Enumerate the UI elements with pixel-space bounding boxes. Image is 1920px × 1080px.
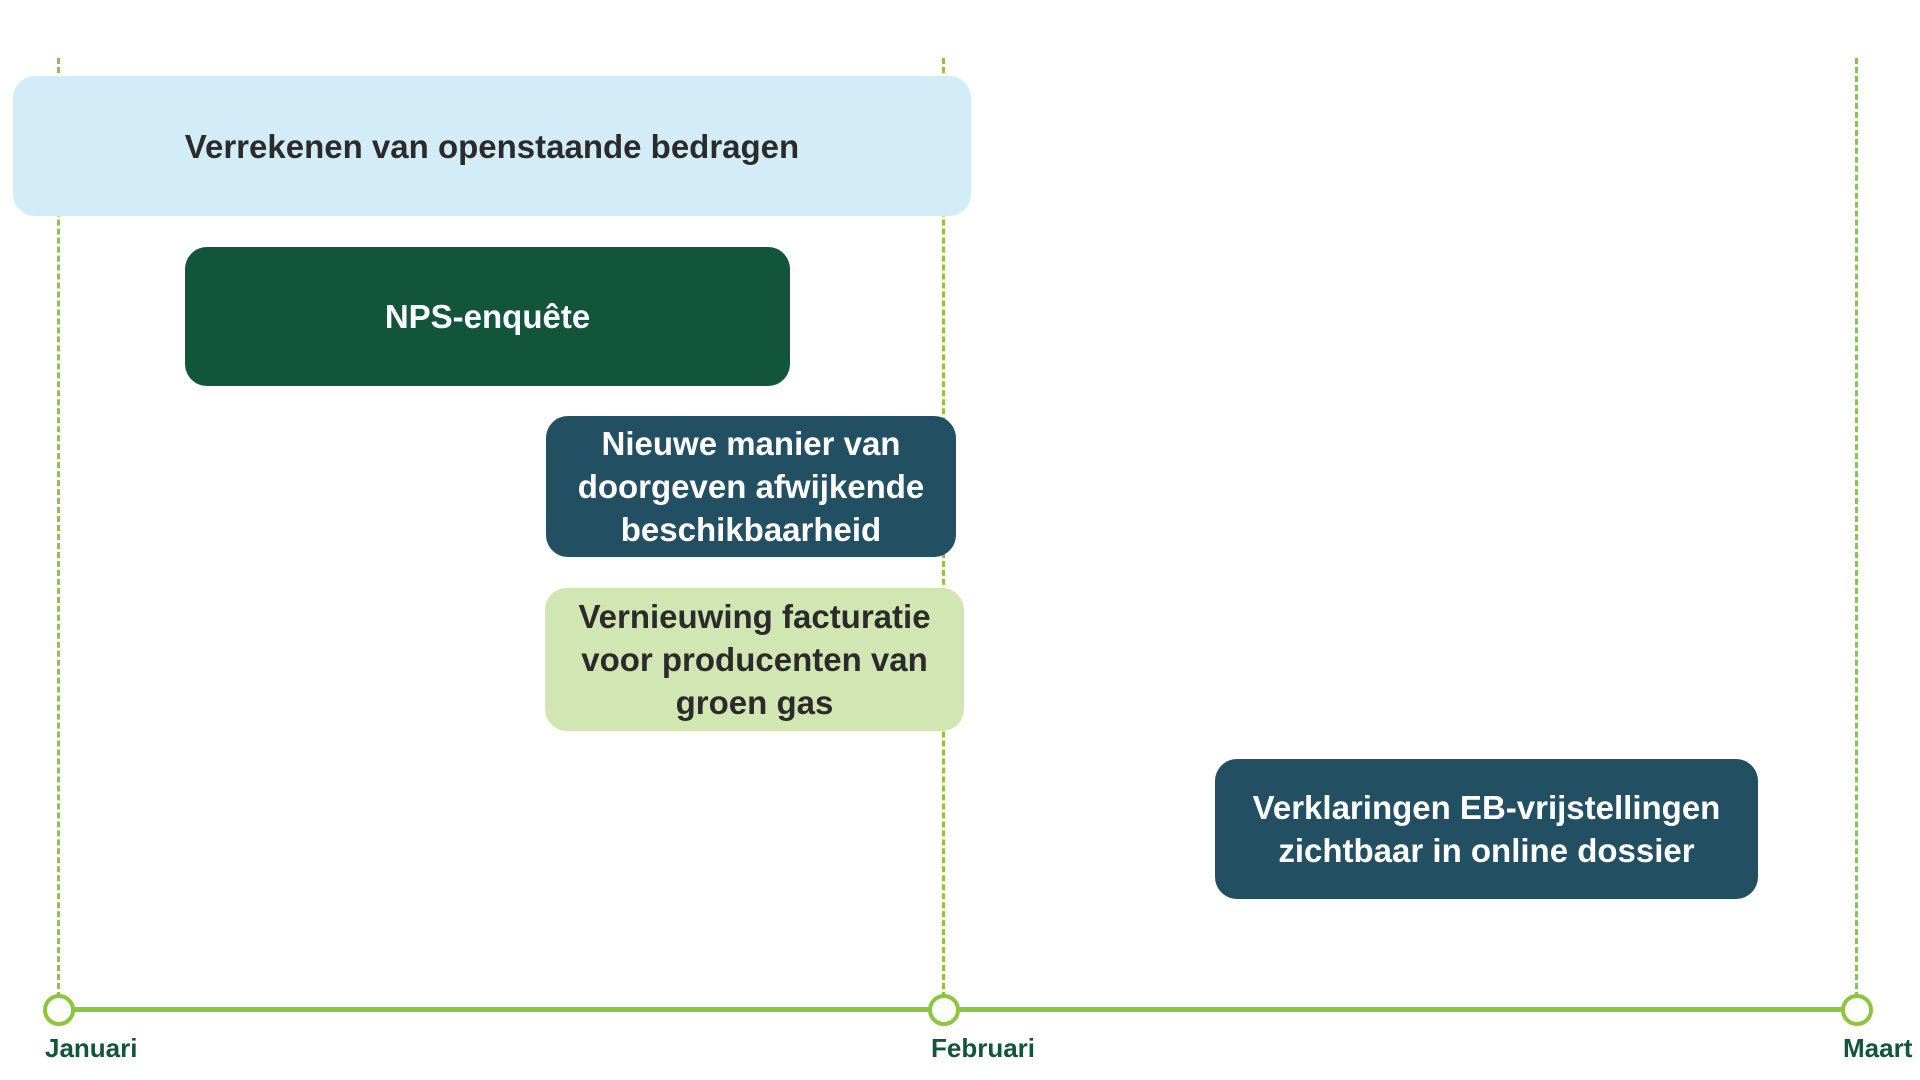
timeline-item-nps: NPS-enquête	[185, 247, 790, 386]
month-label-februari: Februari	[931, 1033, 1036, 1063]
item-label: Vernieuwing facturatie voor producenten …	[578, 598, 931, 721]
timeline-item-verrekenen: Verrekenen van openstaande bedragen	[13, 76, 971, 216]
gridline-maart	[1855, 58, 1858, 998]
item-label: Verklaringen EB-vrijstellingen zichtbaar…	[1252, 789, 1721, 869]
item-label: Nieuwe manier van doorgeven afwijkende b…	[577, 425, 925, 548]
milestone-januari	[43, 994, 75, 1026]
month-label-maart: Maart	[1843, 1033, 1913, 1063]
milestone-februari	[928, 994, 960, 1026]
timeline-item-facturatie: Vernieuwing facturatie voor producenten …	[545, 588, 964, 731]
timeline-item-beschikbaarheid: Nieuwe manier van doorgeven afwijkende b…	[546, 416, 956, 557]
timeline-item-eb-vrijstellingen: Verklaringen EB-vrijstellingen zichtbaar…	[1215, 759, 1758, 899]
item-label: NPS-enquête	[384, 298, 591, 335]
milestone-maart	[1841, 994, 1873, 1026]
item-label: Verrekenen van openstaande bedragen	[184, 127, 800, 165]
month-label-januari: Januari	[45, 1033, 138, 1063]
gridline-januari	[57, 58, 60, 998]
